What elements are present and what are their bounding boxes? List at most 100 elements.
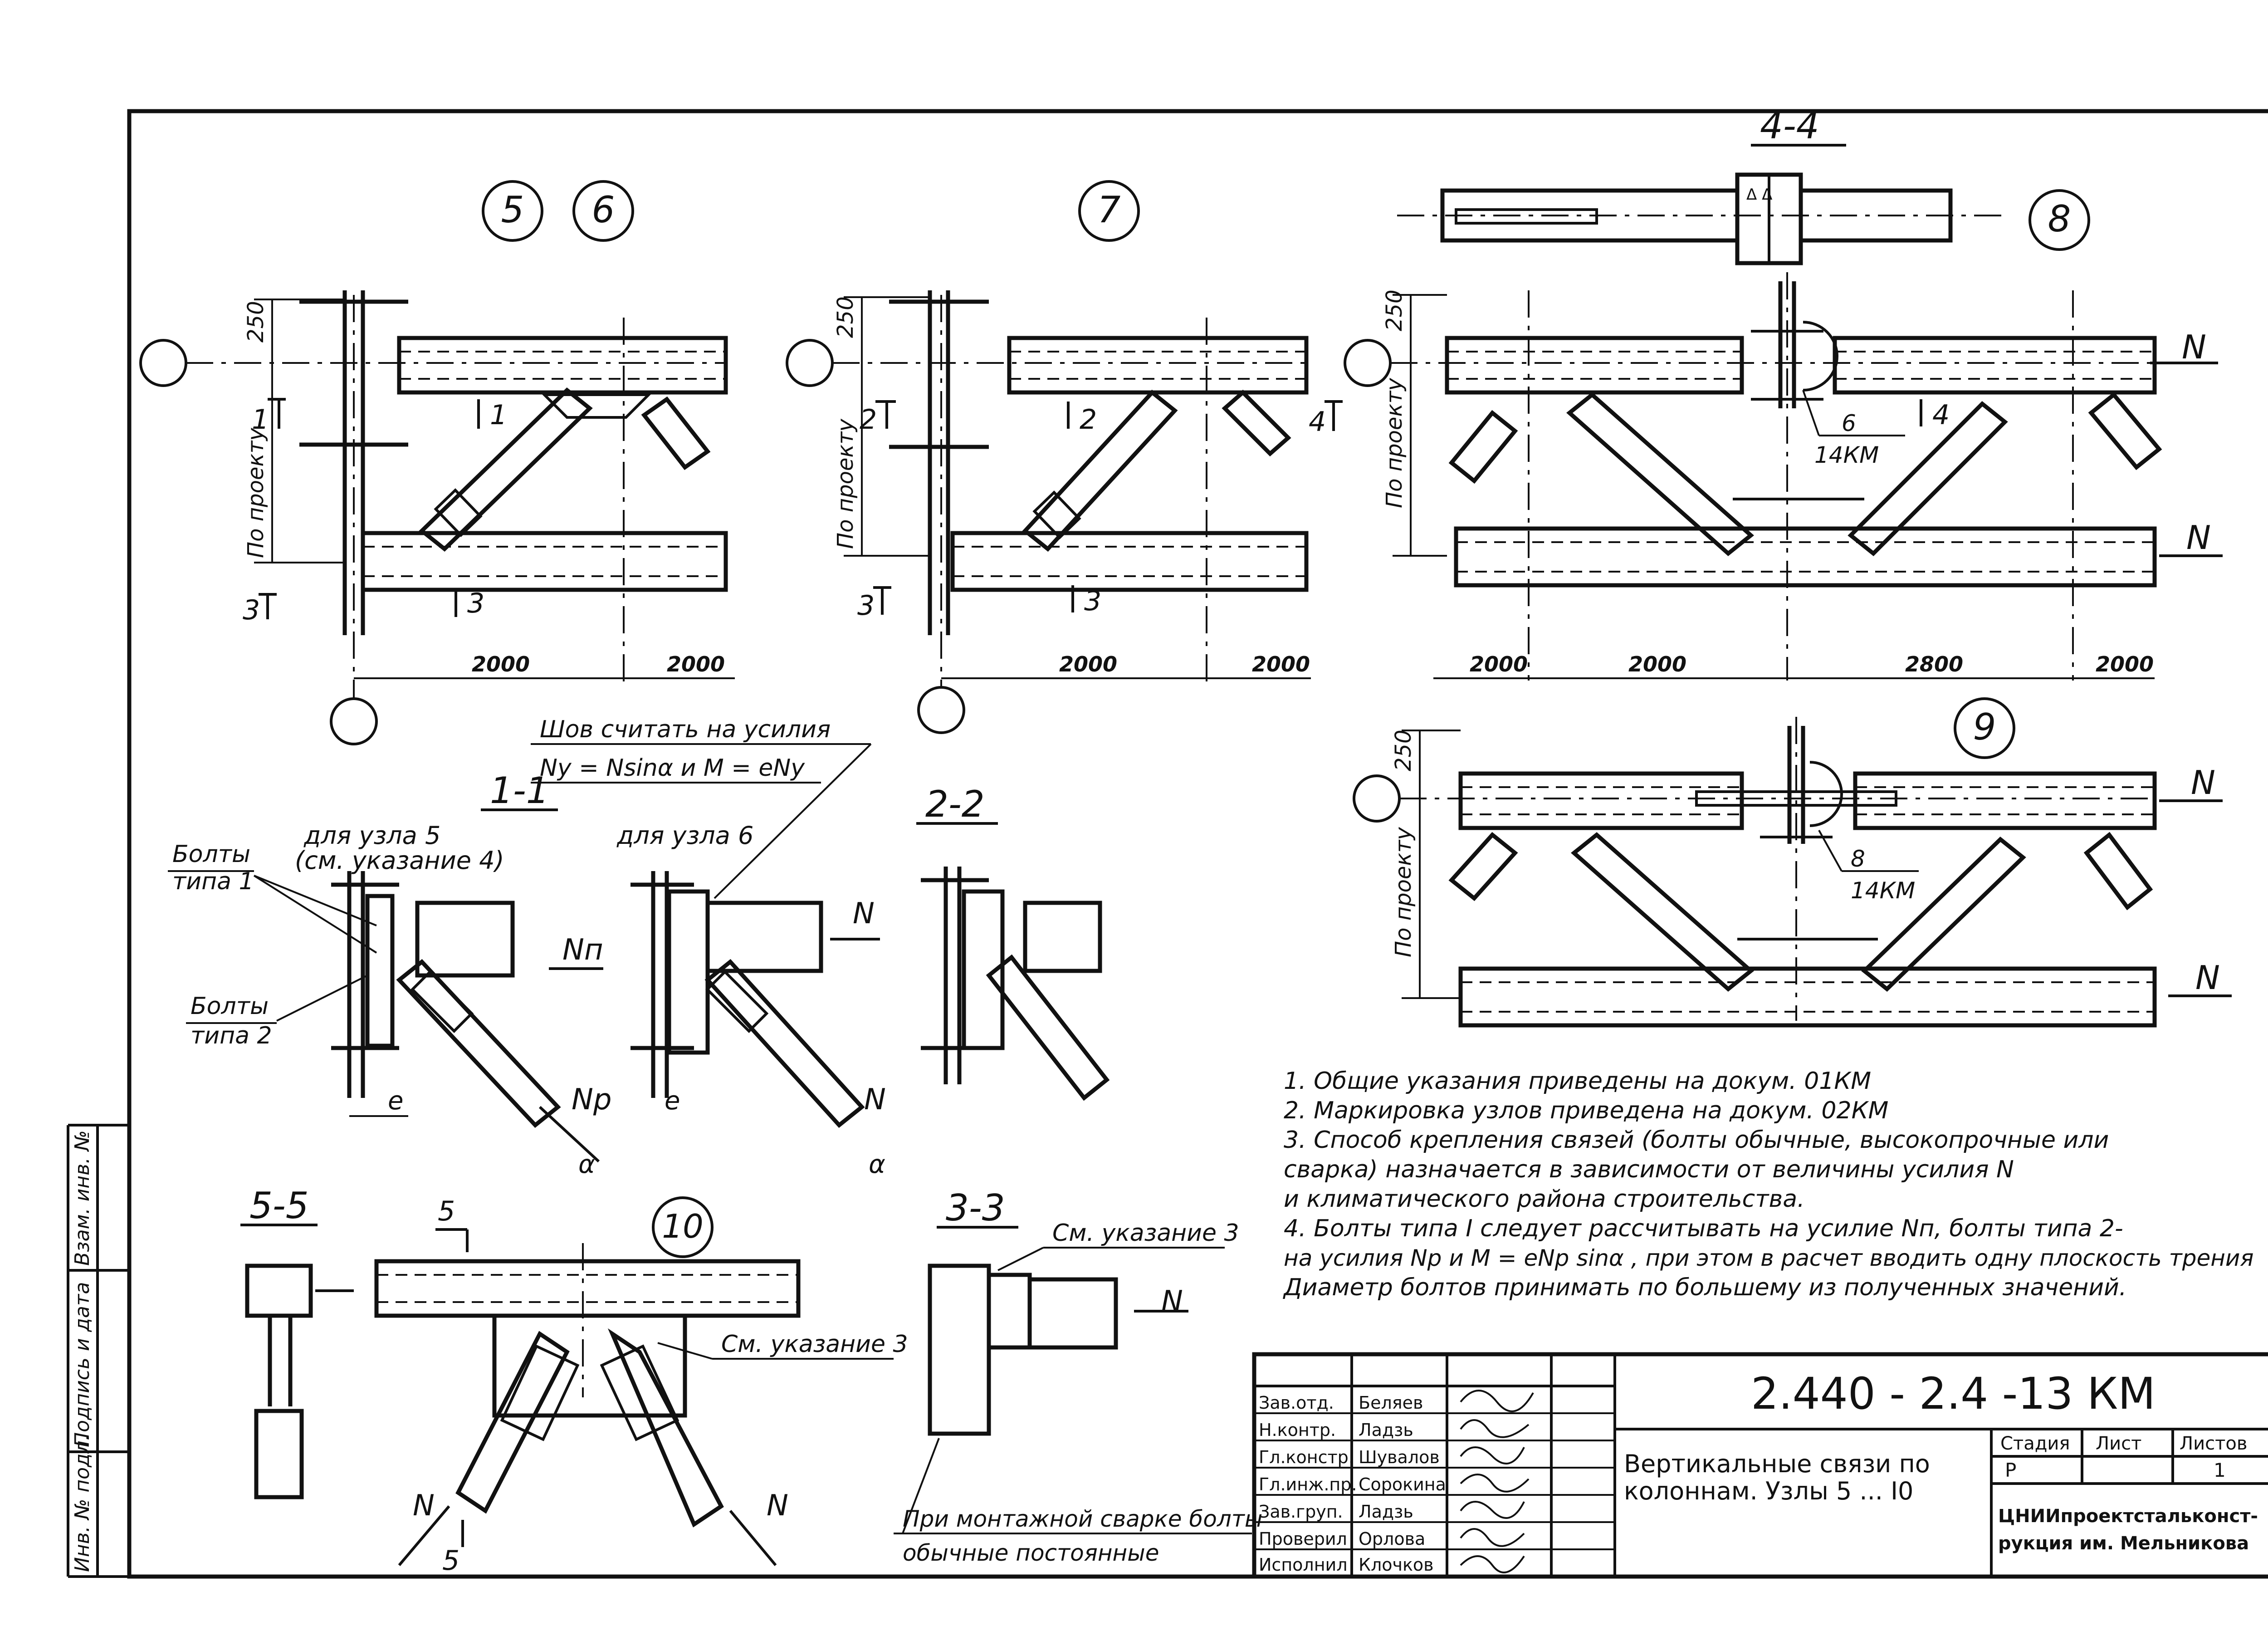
node-5-6-drawing: 250 По проекту 2000 2000 1 1 3 3 bbox=[139, 290, 735, 745]
section11-e: e bbox=[388, 1086, 403, 1116]
node56-dim-2000b: 2000 bbox=[667, 652, 725, 676]
section-3-3-title: 3-3 bbox=[946, 1187, 1005, 1229]
side-stamp-vzam: Взам. инв. № bbox=[71, 1130, 94, 1266]
section11-alpha-b: α bbox=[869, 1150, 885, 1179]
node8-force-N-upper: N bbox=[2182, 328, 2206, 366]
tb-name-3: Сорокина bbox=[1359, 1474, 1446, 1494]
section-4-4-bolt-mark: Δ Δ bbox=[1746, 186, 1772, 204]
node9-po-proektu: По проекту bbox=[1391, 827, 1416, 957]
node-8-label: 8 bbox=[2048, 198, 2071, 240]
node-6-label: 6 bbox=[592, 189, 615, 231]
node8-ref-14km: 14КМ bbox=[1814, 442, 1879, 468]
node8-po-proektu: По проекту bbox=[1382, 378, 1407, 508]
bolts-type1-label-b: типа 1 bbox=[172, 868, 254, 895]
section-3-3: 3-3 См. указание 3 N При монтажной сварк… bbox=[894, 1187, 1262, 1566]
node-5-label: 5 bbox=[501, 189, 524, 231]
tb-role-3: Гл.инж.пр. bbox=[1259, 1474, 1357, 1494]
side-stamp-inv: Инв. № подл. bbox=[71, 1434, 94, 1572]
general-note-4b: на усилия Nр и M = eNр sinα , при этом в… bbox=[1284, 1245, 2253, 1271]
stage-value: Р bbox=[2005, 1459, 2016, 1481]
section11-e-b: e bbox=[665, 1086, 680, 1116]
org-line1: ЦНИИпроектстальконст- bbox=[1998, 1506, 2258, 1527]
side-stamp: Взам. инв. № Подпись и дата Инв. № подл. bbox=[67, 1124, 129, 1578]
tb-name-1: Ладзь bbox=[1359, 1420, 1413, 1440]
section-4-4-title: 4-4 bbox=[1760, 105, 1819, 147]
section-1-1: Шов считать на усилия Ny = Nsinα и M = e… bbox=[168, 716, 886, 1179]
bolts-type2-label-b: типа 2 bbox=[191, 1022, 272, 1049]
tb-name-4: Ладзь bbox=[1359, 1502, 1413, 1522]
node8-dim-2000a: 2000 bbox=[1470, 652, 1528, 676]
node8-force-N-lower: N bbox=[2186, 519, 2211, 557]
general-notes: 1. Общие указания приведены на докум. 01… bbox=[1283, 1068, 2253, 1301]
node10-force-N-right: N bbox=[767, 1489, 788, 1523]
node-7-label: 7 bbox=[1098, 189, 1121, 231]
node9-force-N-upper: N bbox=[2191, 764, 2215, 802]
see-note4-label: (см. указание 4) bbox=[295, 846, 504, 875]
tb-role-5: Проверил bbox=[1259, 1529, 1347, 1549]
node10-force-N-left: N bbox=[413, 1489, 435, 1523]
tb-role-2: Гл.констр. bbox=[1259, 1447, 1354, 1467]
node56-marker-3a: 3 bbox=[243, 594, 260, 626]
section-2-2: 2-2 bbox=[916, 783, 1110, 1101]
node56-dim-250: 250 bbox=[243, 301, 269, 343]
general-note-2: 2. Маркировка узлов приведена на докум. … bbox=[1284, 1097, 1888, 1124]
tb-role-0: Зав.отд. bbox=[1259, 1393, 1334, 1413]
node56-dim-2000a: 2000 bbox=[472, 652, 530, 676]
node9-force-N-lower: N bbox=[2195, 959, 2220, 997]
section11-force-N-diag: N bbox=[864, 1083, 886, 1117]
node-8-drawing: 250 По проекту 2000 2000 2800 2000 N N 6… bbox=[1309, 272, 2223, 681]
mount-weld-note-b: обычные постоянные bbox=[903, 1540, 1159, 1566]
tb-name-0: Беляев bbox=[1359, 1393, 1423, 1413]
node8-ref-6: 6 bbox=[1842, 410, 1856, 436]
general-note-1: 1. Общие указания приведены на докум. 01… bbox=[1284, 1068, 1871, 1095]
outer-frame bbox=[127, 109, 2268, 1579]
node7-marker-3a: 3 bbox=[857, 590, 875, 622]
node-7-drawing: 250 По проекту 2000 2000 2 2 3 3 bbox=[786, 290, 1311, 734]
weld-note-title: Шов считать на усилия bbox=[540, 716, 831, 743]
node8-marker-4b: 4 bbox=[1932, 399, 1950, 431]
node10-marker-5b: 5 bbox=[442, 1545, 459, 1577]
section-5-5: 5-5 bbox=[240, 1185, 354, 1499]
bolts-type2-label-a: Болты bbox=[191, 993, 269, 1020]
node8-dim-2000b: 2000 bbox=[1628, 652, 1686, 676]
stage-label: Стадия bbox=[2000, 1433, 2070, 1454]
section-5-5-title: 5-5 bbox=[249, 1185, 309, 1227]
node8-marker-4a: 4 bbox=[1309, 406, 1326, 438]
section-2-2-title: 2-2 bbox=[925, 783, 985, 825]
general-note-3: 3. Способ крепления связей (болты обычны… bbox=[1284, 1127, 2109, 1154]
section11-alpha: α bbox=[578, 1150, 595, 1179]
node7-dim-250: 250 bbox=[833, 296, 858, 338]
section11-force-N: N bbox=[853, 897, 875, 931]
for-node5-label: для узла 5 bbox=[303, 821, 440, 850]
node9-ref-14km: 14КМ bbox=[1851, 877, 1915, 904]
node7-dim-2000a: 2000 bbox=[1059, 652, 1117, 676]
mount-weld-note-a: При монтажной сварке болты bbox=[903, 1506, 1262, 1532]
node7-marker-2a: 2 bbox=[860, 404, 877, 436]
node-labels: 5 6 7 8 9 10 bbox=[482, 180, 2090, 1258]
general-note-3c: и климатического района строительства. bbox=[1284, 1185, 1805, 1213]
see-note3-33: См. указание 3 bbox=[1052, 1220, 1239, 1247]
node56-marker-1b: 1 bbox=[490, 399, 507, 431]
section11-force-Np: Nр bbox=[572, 1083, 612, 1117]
tb-name-2: Шувалов bbox=[1359, 1447, 1440, 1467]
drawing-title-line1: Вертикальные связи по bbox=[1624, 1450, 1930, 1478]
drawing-title-line2: колоннам. Узлы 5 ... I0 bbox=[1624, 1477, 1913, 1505]
weld-note-formula: Ny = Nsinα и M = eNy bbox=[540, 754, 805, 782]
sheets-label: Листов bbox=[2180, 1433, 2247, 1454]
node-10-drawing: 5 5 N N См. указание 3 bbox=[374, 1195, 908, 1577]
tb-role-6: Исполнил bbox=[1259, 1555, 1348, 1575]
node7-marker-2b: 2 bbox=[1080, 404, 1097, 436]
node56-po-proektu: По проекту bbox=[243, 428, 269, 558]
general-note-4: 4. Болты типа I следует рассчитывать на … bbox=[1284, 1215, 2123, 1242]
bolts-type1-label-a: Болты bbox=[172, 841, 250, 868]
node8-dim-2000c: 2000 bbox=[2096, 652, 2154, 676]
tb-role-1: Н.контр. bbox=[1259, 1420, 1336, 1440]
node10-marker-5a: 5 bbox=[438, 1195, 455, 1227]
signatures bbox=[1460, 1390, 1534, 1573]
tb-role-4: Зав.груп. bbox=[1259, 1502, 1343, 1522]
sheet-label: Лист bbox=[2096, 1433, 2141, 1454]
node8-dim-2800: 2800 bbox=[1905, 652, 1963, 676]
node7-marker-3b: 3 bbox=[1084, 585, 1101, 617]
tb-name-5: Орлова bbox=[1359, 1529, 1425, 1549]
general-note-3b: сварка) назначается в зависимости от вел… bbox=[1284, 1156, 2014, 1183]
